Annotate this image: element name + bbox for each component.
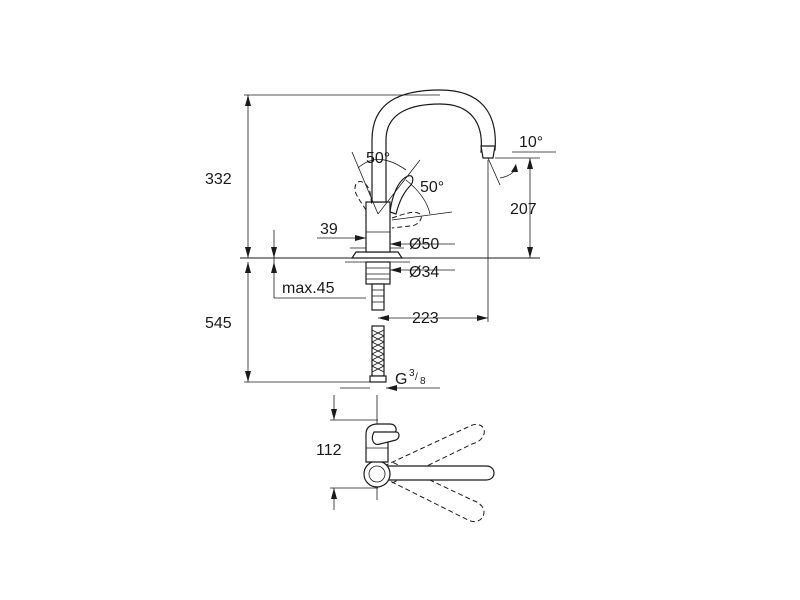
label-g38-num: 3	[409, 368, 415, 379]
label-g38-den: 8	[420, 376, 426, 387]
arrow-545-top	[245, 262, 251, 273]
label-545: 545	[205, 315, 232, 332]
top-view: 112	[316, 395, 495, 523]
spout-outer	[371, 89, 496, 203]
base-circle-inner	[368, 465, 386, 483]
lever-dashed-up	[354, 181, 373, 211]
label-g38-slash: /	[415, 372, 418, 383]
angle-guide-side	[391, 211, 453, 221]
arrow-g38	[386, 385, 397, 391]
arrow-207-bottom	[527, 247, 533, 258]
base-flange	[350, 251, 404, 259]
label-332: 332	[205, 171, 232, 188]
label-223: 223	[412, 310, 439, 327]
angle-arc-top	[357, 159, 407, 171]
arrow-207-top	[527, 158, 533, 169]
mounting-nut	[365, 261, 391, 285]
arrow-223-left	[378, 315, 389, 321]
arrow-112-bottom	[331, 488, 337, 499]
arrow-332-top	[245, 95, 251, 106]
lever-tab-top	[371, 431, 400, 445]
tilt-guide	[487, 157, 501, 186]
lever-handle	[389, 175, 414, 215]
label-angle-top: 50°	[366, 150, 390, 167]
label-50: Ø50	[409, 236, 439, 253]
label-tilt: 10°	[519, 134, 543, 151]
faucet-body	[365, 201, 391, 253]
side-view: 50° 50° 332 545 207	[205, 89, 556, 391]
label-39: 39	[320, 221, 338, 238]
label-angle-side: 50°	[420, 179, 444, 196]
arrow-max45-bottom	[271, 262, 277, 273]
arrow-39	[355, 235, 366, 241]
arrow-332-bottom	[245, 247, 251, 258]
label-34: Ø34	[409, 264, 439, 281]
spout-swing-up	[383, 423, 485, 485]
label-g38-prefix: G	[395, 371, 407, 388]
threaded-rod	[371, 283, 385, 311]
label-max45: max.45	[282, 280, 335, 297]
arrow-max45-top	[271, 247, 277, 258]
aerator-tip	[480, 145, 496, 159]
base-circle-outer	[363, 460, 391, 488]
label-207: 207	[510, 201, 537, 218]
spout-swing-down	[383, 461, 485, 523]
hose-braid	[371, 329, 385, 373]
lever-dashed-forward	[391, 211, 422, 229]
arrow-50	[390, 241, 401, 247]
arrow-34	[390, 267, 401, 273]
arrow-223-right	[477, 315, 488, 321]
angle-guide-right	[377, 159, 421, 215]
label-112: 112	[316, 442, 342, 459]
spout-top	[383, 465, 495, 481]
arrow-112-top	[331, 409, 337, 420]
arrow-545-bottom	[245, 371, 251, 382]
angle-arc-side	[405, 179, 431, 215]
arrow-tilt	[511, 164, 518, 172]
angle-guide-left	[351, 151, 379, 215]
hose-fitting	[369, 375, 387, 383]
